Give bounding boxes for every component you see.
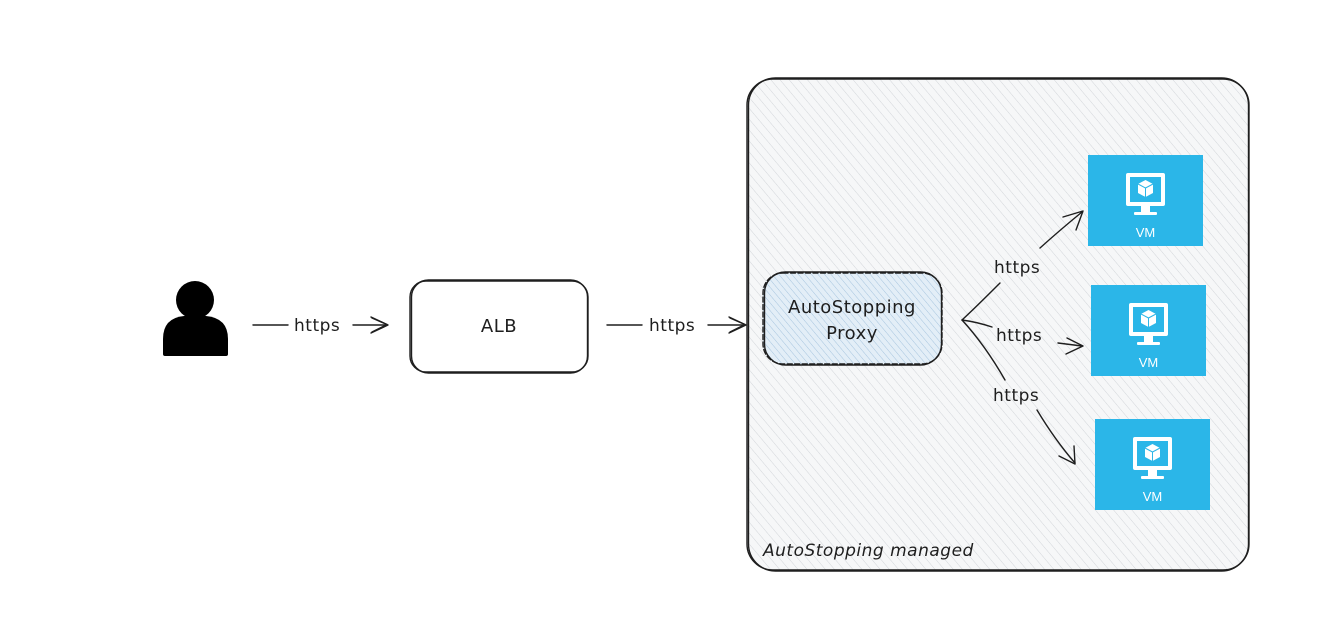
edge-label-alb-proxy: https — [649, 316, 695, 336]
vm-node-1[interactable]: VM — [1088, 155, 1203, 246]
vm-label-2: VM — [1139, 355, 1159, 370]
vm-label-1: VM — [1136, 225, 1156, 240]
monitor-cube-icon — [1129, 303, 1168, 345]
vm-node-2[interactable]: VM — [1091, 285, 1206, 376]
edge-proxy-to-vm1: https — [961, 210, 1084, 321]
alb-label: ALB — [481, 316, 517, 337]
edge-alb-to-proxy: https — [606, 316, 747, 336]
monitor-cube-icon — [1126, 173, 1165, 215]
edge-user-to-alb: https — [252, 316, 389, 336]
user-icon[interactable] — [163, 281, 228, 356]
vm-node-3[interactable]: VM — [1095, 419, 1210, 510]
edge-label-proxy-vm3: https — [993, 386, 1039, 406]
autostopping-proxy-node[interactable]: AutoStopping Proxy — [762, 271, 943, 366]
monitor-cube-icon — [1133, 437, 1172, 479]
edge-label-user-alb: https — [294, 316, 340, 336]
alb-node[interactable]: ALB — [409, 279, 589, 374]
edge-label-proxy-vm1: https — [994, 258, 1040, 278]
proxy-label-line2: Proxy — [826, 323, 878, 344]
edge-label-proxy-vm2: https — [996, 326, 1042, 346]
edge-proxy-to-vm3: https — [961, 319, 1076, 465]
proxy-label-line1: AutoStopping — [788, 297, 916, 318]
group-label: AutoStopping managed — [762, 541, 974, 561]
edge-proxy-to-vm2: https — [961, 319, 1084, 355]
vm-label-3: VM — [1143, 489, 1163, 504]
